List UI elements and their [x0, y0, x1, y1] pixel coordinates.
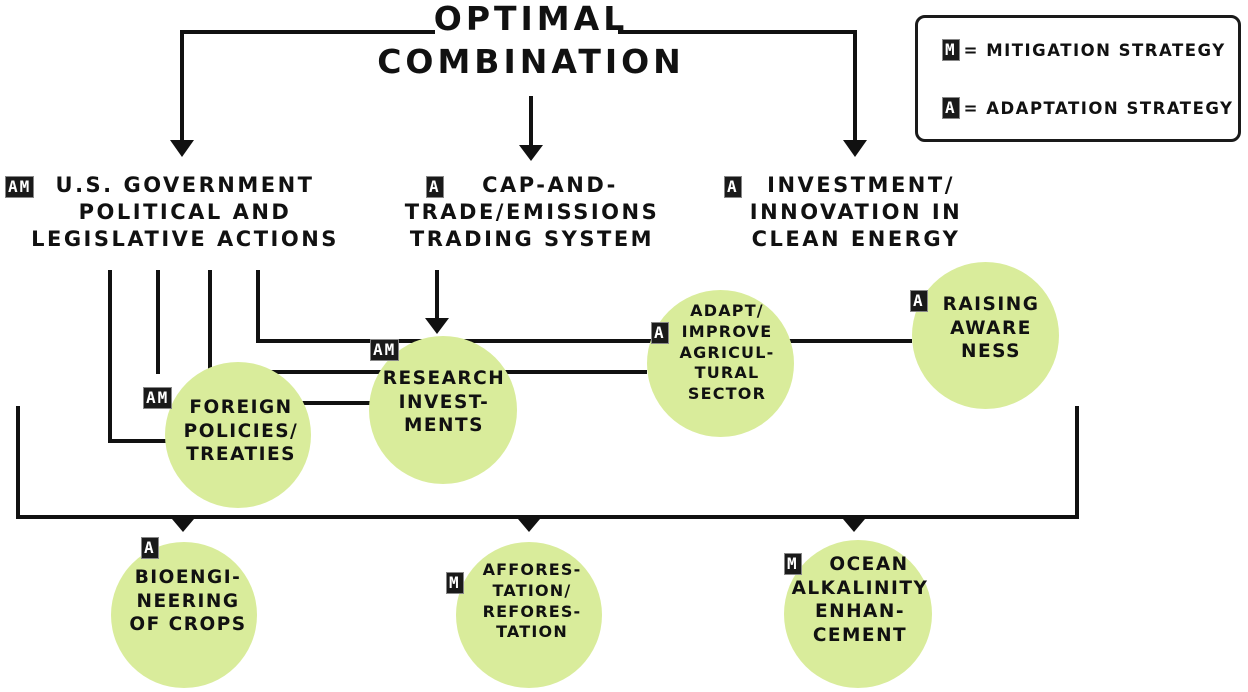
- node-line: POLICIES/: [183, 420, 299, 442]
- legend: M = MITIGATION STRATEGY A = ADAPTATION S…: [915, 15, 1241, 142]
- title-line-1: OPTIMAL: [433, 0, 629, 38]
- circle-afforestation: [456, 542, 602, 688]
- node-agricultural-sector: ADAPT/ IMPROVE AGRICUL- TURAL SECTOR: [662, 301, 792, 405]
- arrow-to-cap-trade: [519, 145, 543, 161]
- circle-foreign-policies: [165, 362, 311, 508]
- node-ocean-alkalinity: OCEAN ALKALINITY ENHAN- CEMENT: [780, 553, 940, 648]
- legend-mitigation-text: = MITIGATION STRATEGY: [963, 40, 1226, 60]
- node-line: NESS: [961, 341, 1021, 363]
- node-line: CEMENT: [812, 625, 908, 647]
- node-line: AWARE: [950, 317, 1032, 339]
- node-line: BIOENGI-: [134, 567, 242, 588]
- node-line: IMPROVE: [681, 321, 773, 341]
- mitigation-badge-icon: M: [942, 39, 960, 61]
- cap-trade-badge-icon: A: [426, 176, 444, 198]
- agricultural-badge-icon: A: [651, 322, 669, 344]
- node-bioengineering: BIOENGI- NEERING OF CROPS: [108, 566, 268, 637]
- node-line: AFFORES-: [482, 560, 582, 579]
- foreign-badge-icon: AM: [143, 387, 173, 409]
- node-line: CAP-AND-: [482, 173, 618, 197]
- node-research-investments: RESEARCH INVEST- MENTS: [366, 367, 522, 438]
- circle-raising-awareness: [912, 262, 1059, 409]
- node-line: TREATIES: [186, 444, 296, 466]
- arrow-to-clean-energy: [843, 140, 867, 157]
- circle-bioengineering: [111, 542, 257, 688]
- arrow-to-ocean: [843, 519, 865, 532]
- node-line: POLITICAL AND: [78, 199, 292, 224]
- node-line: AGRICUL-: [679, 342, 775, 362]
- node-line: ENHAN-: [814, 601, 906, 623]
- node-line: LEGISLATIVE ACTIONS: [31, 226, 339, 251]
- node-line: TRADE/EMISSIONS: [404, 199, 660, 224]
- node-raising-awareness: RAISING AWARE NESS: [918, 293, 1064, 364]
- node-line: U.S. GOVERNMENT: [55, 173, 315, 197]
- node-line: INVESTMENT/: [767, 173, 955, 197]
- gov-badge-icon: AM: [5, 176, 35, 198]
- node-clean-energy: INVESTMENT/ INNOVATION IN CLEAN ENERGY: [736, 172, 976, 253]
- research-badge-icon: AM: [370, 339, 400, 361]
- adaptation-badge-icon: A: [942, 97, 960, 119]
- title-line-2: COMBINATION: [377, 41, 685, 81]
- node-afforestation: AFFORES- TATION/ REFORES- TATION: [462, 560, 602, 643]
- node-line: RAISING: [942, 294, 1040, 315]
- node-line: OF CROPS: [129, 614, 247, 636]
- node-line: REFORES-: [482, 601, 582, 621]
- node-cap-and-trade: CAP-AND- TRADE/EMISSIONS TRADING SYSTEM: [398, 172, 666, 253]
- node-line: ADAPT/: [690, 301, 764, 320]
- circle-ocean-alkalinity: [784, 540, 932, 688]
- node-line: INVEST-: [398, 391, 490, 413]
- node-line: CLEAN ENERGY: [751, 226, 961, 251]
- ocean-badge-icon: M: [784, 553, 802, 575]
- node-line: MENTS: [404, 415, 484, 437]
- node-line: TRADING SYSTEM: [409, 226, 655, 251]
- afforestation-badge-icon: M: [446, 572, 464, 594]
- title-branch-right: [618, 30, 857, 140]
- arrow-to-afforestation: [518, 519, 540, 532]
- node-line: TURAL: [694, 363, 760, 383]
- node-line: NEERING: [136, 590, 240, 612]
- node-line: TATION/: [492, 580, 572, 600]
- legend-row-adaptation: A = ADAPTATION STRATEGY: [942, 97, 1233, 119]
- diagram-title: OPTIMAL COMBINATION: [372, 0, 690, 84]
- bottom-bracket: [16, 406, 1079, 519]
- node-us-government: U.S. GOVERNMENT POLITICAL AND LEGISLATIV…: [30, 172, 340, 253]
- legend-row-mitigation: M = MITIGATION STRATEGY: [942, 39, 1226, 61]
- circle-agricultural-sector: [647, 290, 794, 437]
- legend-adaptation-text: = ADAPTATION STRATEGY: [963, 98, 1234, 118]
- clean-energy-badge-icon: A: [724, 176, 742, 198]
- node-line: FOREIGN: [189, 397, 293, 418]
- node-foreign-policies: FOREIGN POLICIES/ TREATIES: [163, 396, 319, 467]
- node-line: INNOVATION IN: [749, 199, 963, 224]
- node-line: RESEARCH: [382, 368, 506, 389]
- gov-leg-1: [108, 270, 177, 443]
- node-line: OCEAN: [829, 554, 909, 575]
- arrow-to-bioengineering: [172, 519, 194, 532]
- node-line: TATION: [496, 622, 568, 642]
- node-line: SECTOR: [687, 384, 767, 404]
- title-branch-left: [180, 30, 435, 140]
- arrow-to-government: [170, 140, 194, 157]
- arrow-to-research: [425, 318, 449, 334]
- bioengineering-badge-icon: A: [141, 537, 159, 559]
- gov-leg-4: [256, 270, 912, 343]
- awareness-badge-icon: A: [910, 290, 928, 312]
- node-line: ALKALINITY: [791, 577, 929, 599]
